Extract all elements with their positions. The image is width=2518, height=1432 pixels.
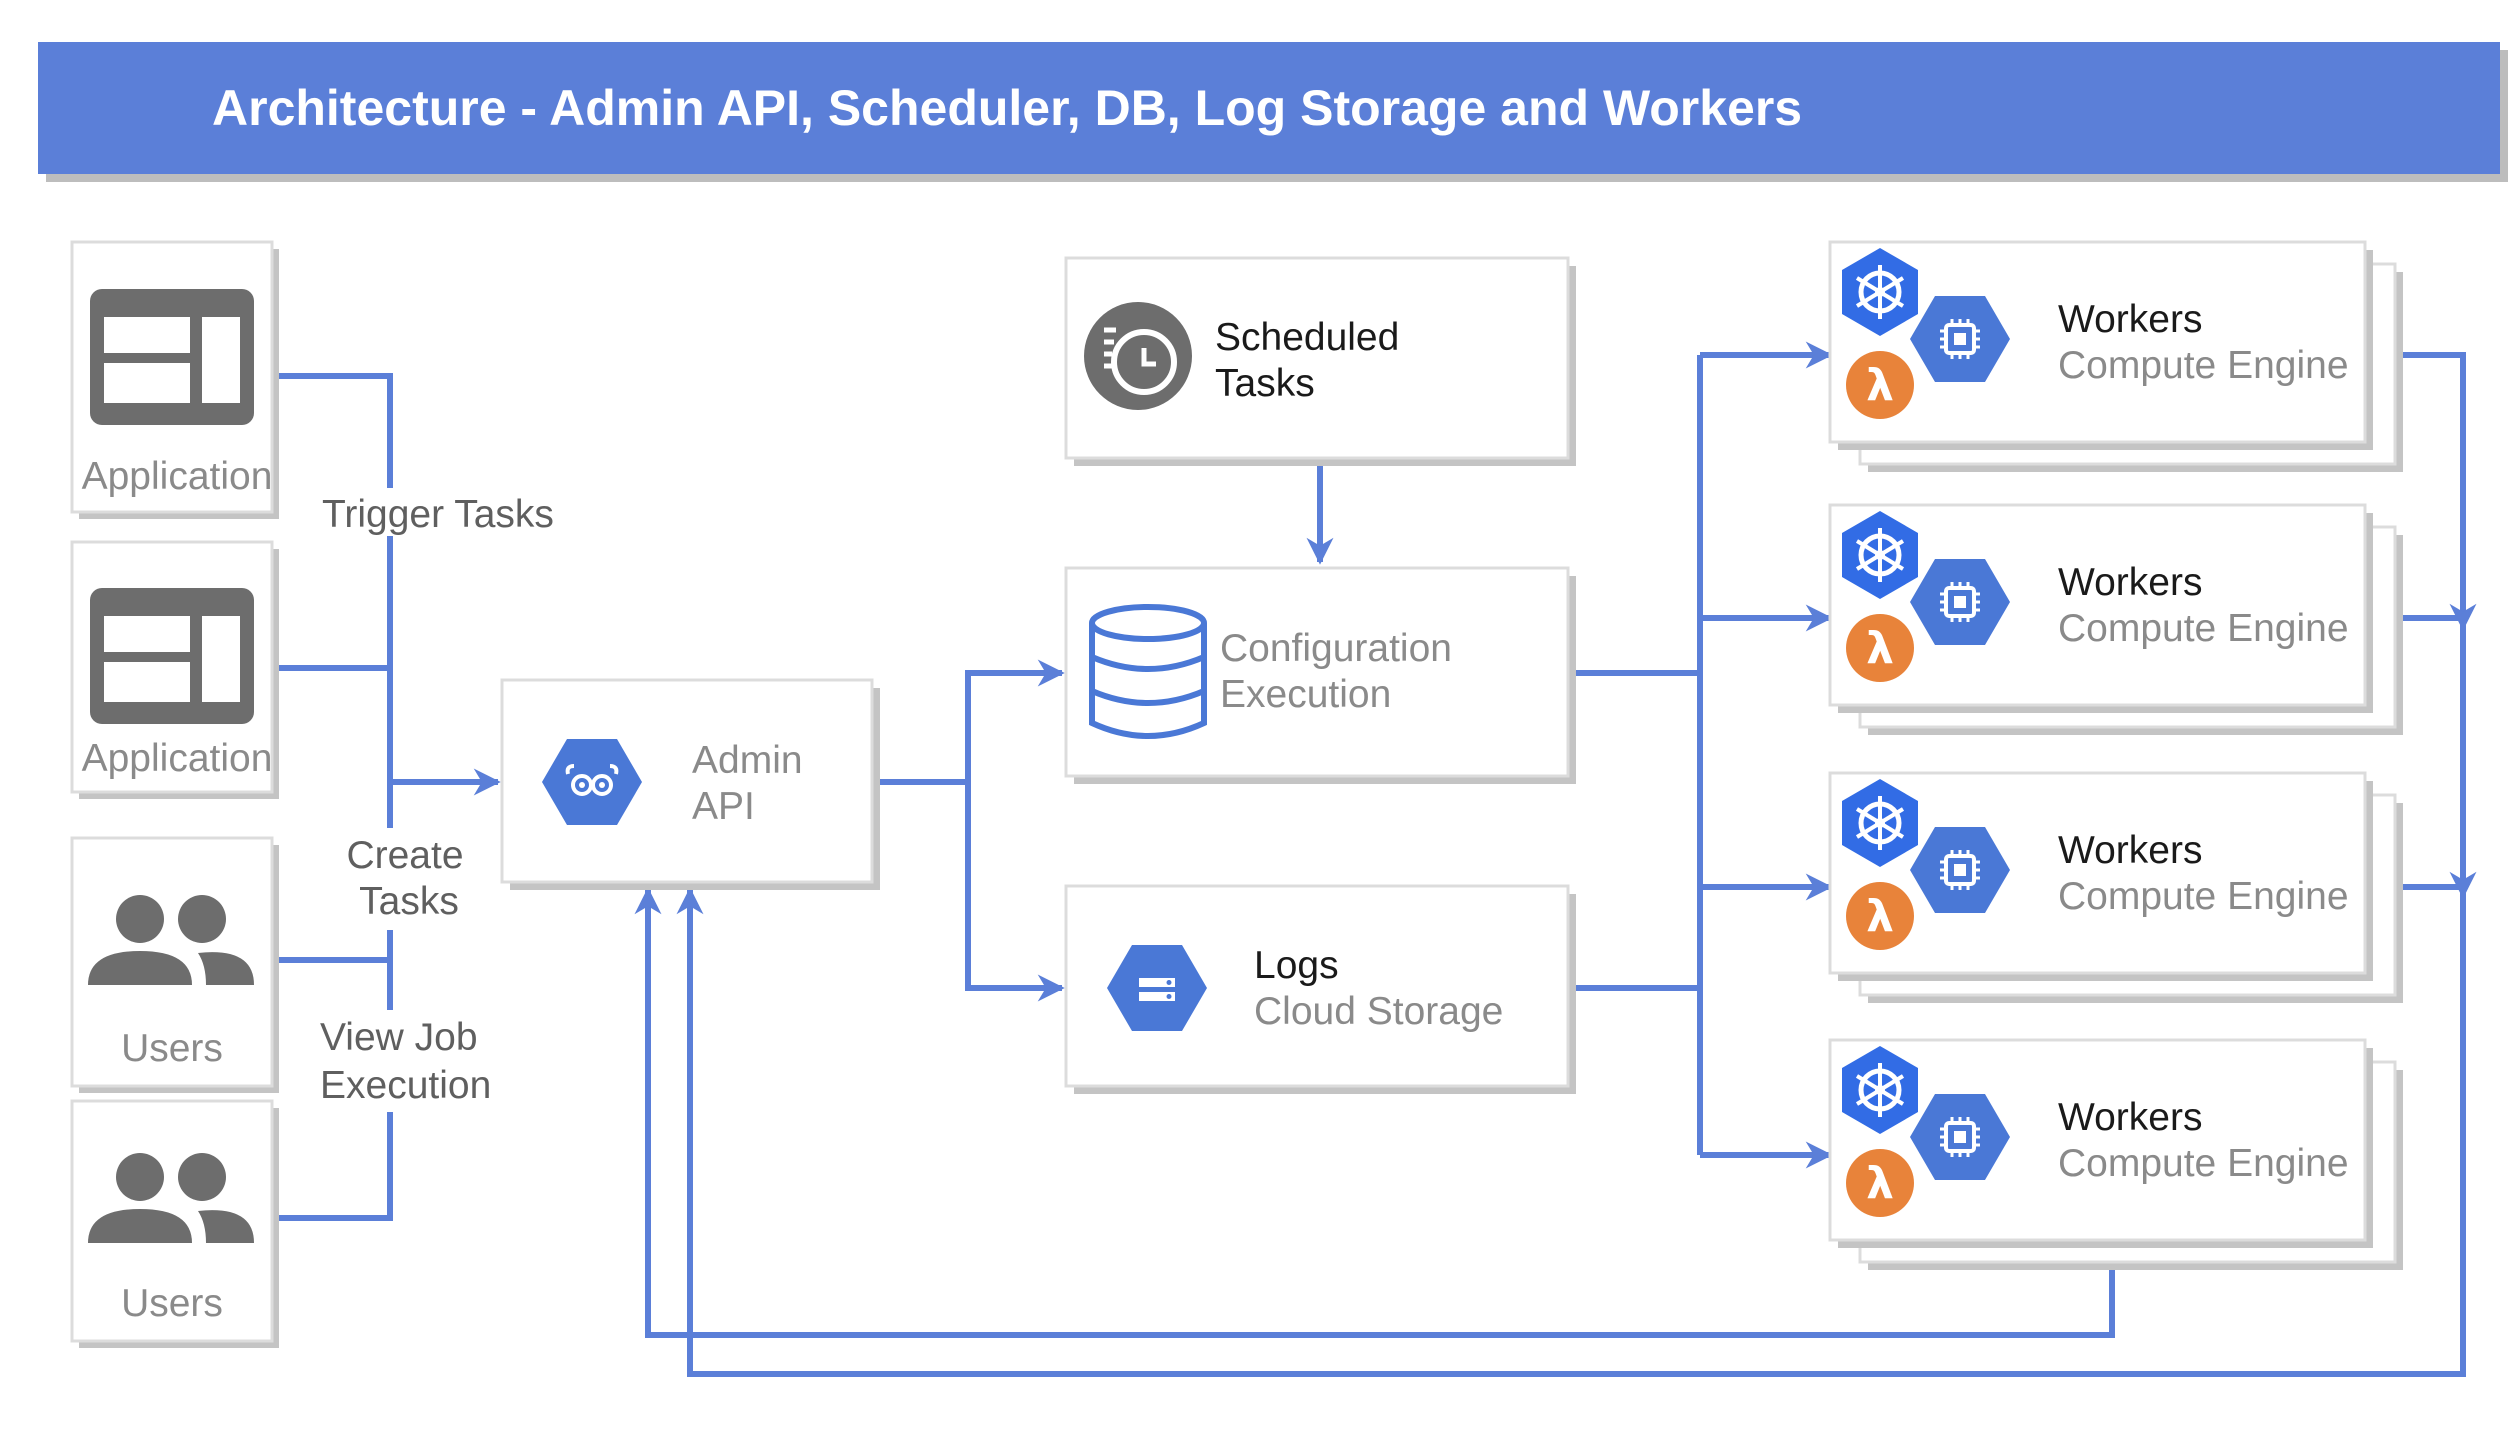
logs-line1: Logs <box>1254 944 1339 987</box>
database-icon <box>1089 604 1207 739</box>
admin-api-line1: Admin <box>692 739 803 782</box>
application-icon <box>90 588 254 724</box>
workers-subtitle: Compute Engine <box>2058 1142 2349 1185</box>
configuration-node[interactable]: Configuration Execution <box>1064 566 1576 784</box>
scheduled-tasks-line1: Scheduled <box>1215 316 1399 359</box>
lambda-icon <box>1846 351 1914 419</box>
logs-line2: Cloud Storage <box>1254 990 1503 1033</box>
configuration-line2: Execution <box>1220 673 1391 716</box>
connectors <box>276 341 2477 1377</box>
cloud-storage-icon <box>1107 945 1207 1031</box>
label-view-job-line2: Execution <box>320 1064 491 1107</box>
label-trigger-tasks: Trigger Tasks <box>322 493 554 536</box>
scheduled-tasks-node[interactable]: Scheduled Tasks <box>1064 256 1576 466</box>
lambda-icon <box>1846 1149 1914 1217</box>
workers-subtitle: Compute Engine <box>2058 607 2349 650</box>
label-create-tasks-line1: Create <box>346 834 463 877</box>
workers-subtitle: Compute Engine <box>2058 875 2349 918</box>
client-users-1[interactable]: Users <box>70 836 279 1093</box>
edge-workers-1-return <box>2392 352 2477 631</box>
label-view-job-line1: View Job <box>320 1016 478 1059</box>
edge-return-to-admin-api-outer <box>676 887 2466 1377</box>
configuration-line1: Configuration <box>1220 627 1452 670</box>
client-application-1[interactable]: Application <box>70 240 279 519</box>
scheduled-tasks-line2: Tasks <box>1215 362 1315 405</box>
diagram-title: Architecture - Admin API, Scheduler, DB,… <box>212 80 1802 136</box>
client-label: Users <box>121 1282 223 1325</box>
client-label: Application <box>82 455 273 498</box>
workers-title: Workers <box>2058 829 2202 872</box>
cloud-endpoints-icon <box>542 739 642 825</box>
lambda-icon <box>1846 614 1914 682</box>
admin-api-line2: API <box>692 785 755 828</box>
label-create-tasks-line2: Tasks <box>359 880 459 923</box>
edge-admin-api-to-config <box>872 659 1065 785</box>
edge-workers-4-to-admin-api <box>634 887 2115 1338</box>
application-icon <box>90 289 254 425</box>
logs-node[interactable]: Logs Cloud Storage <box>1064 884 1576 1094</box>
workers-title: Workers <box>2058 561 2202 604</box>
workers-title: Workers <box>2058 1096 2202 1139</box>
client-users-2[interactable]: Users <box>70 1099 279 1348</box>
client-label: Users <box>121 1027 223 1070</box>
client-application-2[interactable]: Application <box>70 540 279 799</box>
edge-labels: Trigger Tasks Create Tasks View Job Exec… <box>314 488 564 1112</box>
scheduled-tasks-icon <box>1084 302 1192 410</box>
workers-subtitle: Compute Engine <box>2058 344 2349 387</box>
workers-title: Workers <box>2058 298 2202 341</box>
edge-admin-api-to-logs <box>965 782 1065 1002</box>
admin-api-node[interactable]: Admin API <box>500 678 880 890</box>
lambda-icon <box>1846 882 1914 950</box>
edge-client-bus <box>276 373 393 1221</box>
client-label: Application <box>82 737 273 780</box>
header-banner: Architecture - Admin API, Scheduler, DB,… <box>38 42 2508 182</box>
